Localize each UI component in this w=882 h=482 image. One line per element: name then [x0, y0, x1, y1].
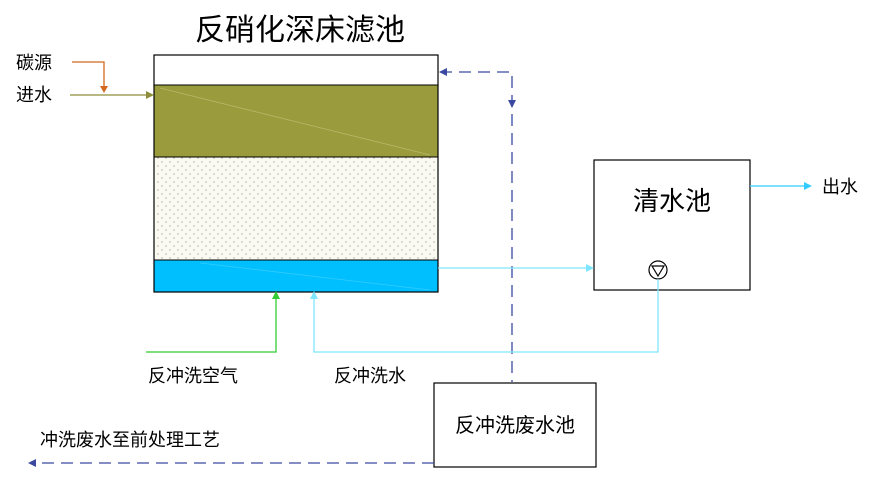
clear-water-tank-label: 清水池: [633, 187, 711, 217]
carbon-source-line: [72, 61, 105, 90]
backwash-water-label: 反冲洗水: [334, 366, 406, 387]
outlet-arrow: [804, 182, 812, 190]
backwash-air-line: [146, 296, 277, 353]
filter-sand-layer: [154, 157, 438, 260]
denitrification-filter: [153, 54, 439, 293]
media-layer-diagonal: [159, 87, 431, 156]
waste-water-line: [440, 71, 513, 382]
filtered-water-arrow: [586, 264, 594, 272]
pump-icon: [648, 260, 668, 280]
backwash-water-line: [313, 279, 659, 353]
waste-water-arrow-left: [439, 68, 447, 76]
backwash-air-arrow: [272, 291, 280, 299]
clear-water-tank: [593, 159, 751, 291]
return-arrow: [28, 459, 36, 467]
inlet-water-arrow: [146, 91, 154, 99]
diagram-title: 反硝化深床滤池: [195, 13, 405, 48]
carbon-source-arrow: [100, 86, 108, 93]
waste-water-tank-label: 反冲洗废水池: [455, 413, 575, 437]
inlet-water-label: 进水: [16, 85, 52, 106]
waste-water-tank: [433, 382, 597, 468]
backwash-air-label: 反冲洗空气: [148, 366, 238, 387]
outlet-label: 出水: [822, 177, 858, 198]
filter-underdrain-water: [154, 260, 438, 292]
filter-outline: [153, 54, 439, 293]
waste-water-arrow-down: [508, 100, 516, 108]
backwash-water-arrow: [310, 291, 318, 299]
carbon-source-label: 碳源: [16, 53, 52, 74]
return-label: 冲洗废水至前处理工艺: [40, 430, 220, 451]
filter-free-board: [154, 55, 438, 85]
underdrain-diagonal: [199, 262, 431, 291]
